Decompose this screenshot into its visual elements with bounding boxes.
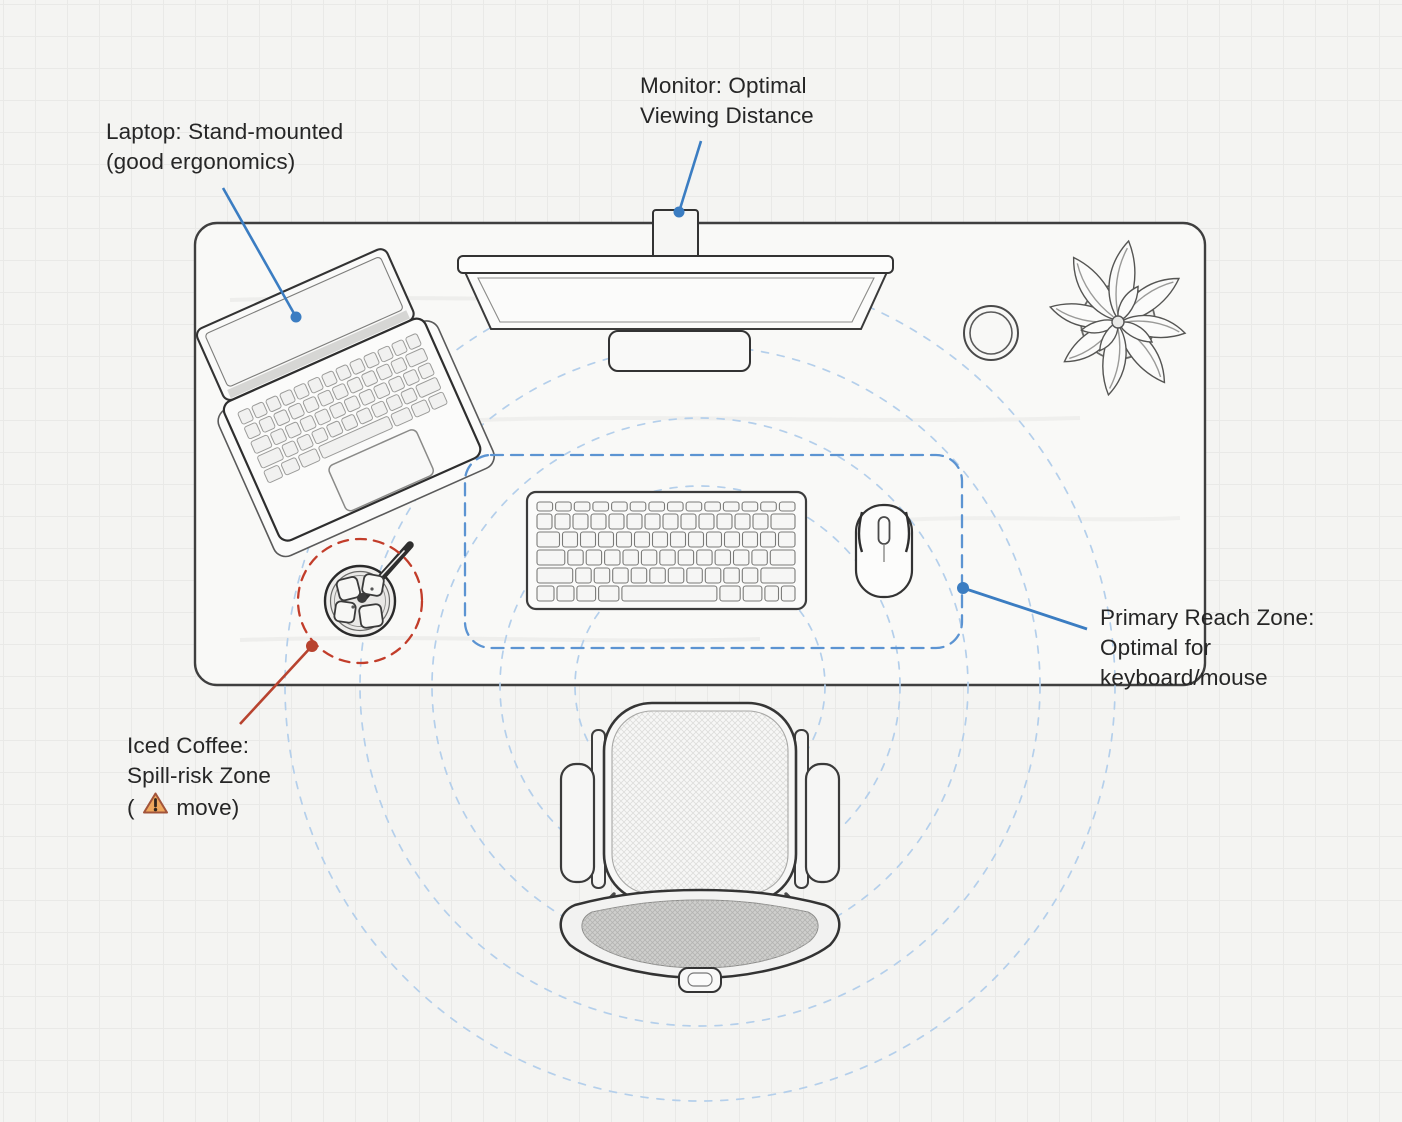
chair-armrest-right <box>804 762 841 884</box>
coffee-leader-dot <box>306 640 318 652</box>
annotation-leaders <box>221 140 1088 725</box>
reach-zone-annotation-line1: Primary Reach Zone: <box>1100 605 1315 630</box>
mouse <box>854 503 914 599</box>
reach-zone-annotation-line2: Optimal for <box>1100 635 1212 660</box>
monitor <box>457 209 894 372</box>
coffee-annotation-line3: ( move) <box>127 791 271 823</box>
keyboard <box>525 490 808 611</box>
monitor-leader-dot <box>673 206 685 218</box>
reach-zone-annotation-line3: keyboard/mouse <box>1100 665 1268 690</box>
coffee-annotation-line2: Spill-risk Zone <box>127 763 272 788</box>
office-chair <box>559 701 841 993</box>
iced-coffee <box>323 541 414 638</box>
laptop-annotation: Laptop: Stand-mounted (good ergonomics) <box>106 117 343 177</box>
monitor-annotation-line1: Monitor: Optimal <box>640 73 807 98</box>
monitor-leader-line <box>677 140 703 213</box>
laptop-leader-line <box>221 187 298 318</box>
monitor-annotation-line2: Viewing Distance <box>640 103 814 128</box>
reach-zone-leader-dot <box>957 582 969 594</box>
plant <box>1048 239 1188 397</box>
coaster <box>963 305 1019 361</box>
laptop-keyboard-keys <box>237 333 448 483</box>
primary-reach-zone <box>463 453 964 650</box>
coffee-leader-line <box>239 645 313 725</box>
spill-risk-circle <box>296 537 424 665</box>
monitor-annotation: Monitor: Optimal Viewing Distance <box>640 71 814 131</box>
laptop-annotation-line2: (good ergonomics) <box>106 149 296 174</box>
coffee-annotation-line1: Iced Coffee: <box>127 733 250 758</box>
reach-zone-annotation: Primary Reach Zone: Optimal for keyboard… <box>1100 603 1314 693</box>
coffee-annotation: Iced Coffee: Spill-risk Zone ( move) <box>127 731 271 823</box>
chair-armrest-left <box>559 762 596 884</box>
warning-triangle-icon <box>142 792 168 814</box>
laptop <box>195 248 495 558</box>
keyboard-keys <box>536 501 796 602</box>
laptop-annotation-line1: Laptop: Stand-mounted <box>106 119 344 144</box>
laptop-leader-dot <box>290 311 302 323</box>
reach-zone-leader-line <box>962 586 1088 631</box>
